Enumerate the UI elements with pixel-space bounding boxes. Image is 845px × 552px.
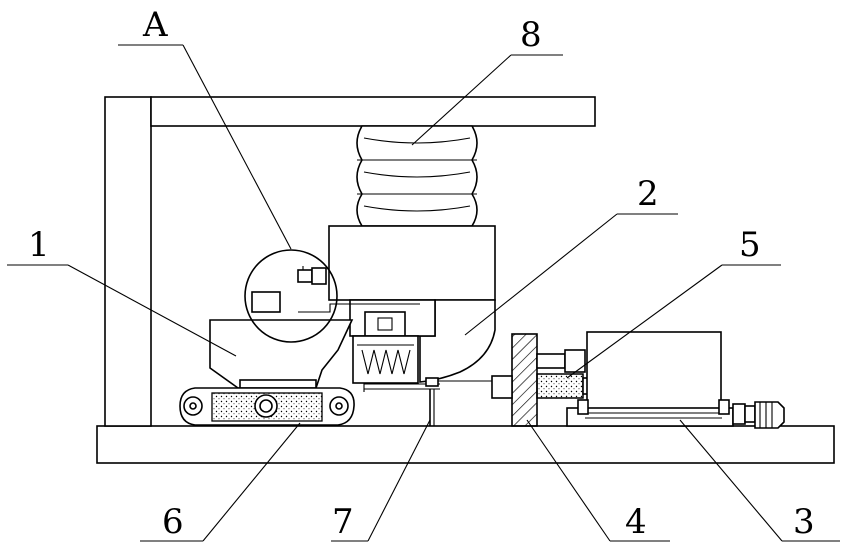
callout-label-1: 1 [28,225,50,265]
roller-conveyor [180,388,354,425]
callout-label-8: 8 [520,15,542,55]
hatched-wall [492,334,537,426]
callout-label-6: 6 [162,502,184,542]
callout-label-2: 2 [637,174,659,214]
base-plate [97,426,834,463]
callout-label-4: 4 [625,502,647,542]
callout-label-3: 3 [793,502,815,542]
actuator [537,332,721,409]
callout-label-7: 7 [332,502,354,542]
callout-label-a: A [142,5,168,45]
probe-rod [430,389,434,426]
callout-label-5: 5 [739,225,761,265]
